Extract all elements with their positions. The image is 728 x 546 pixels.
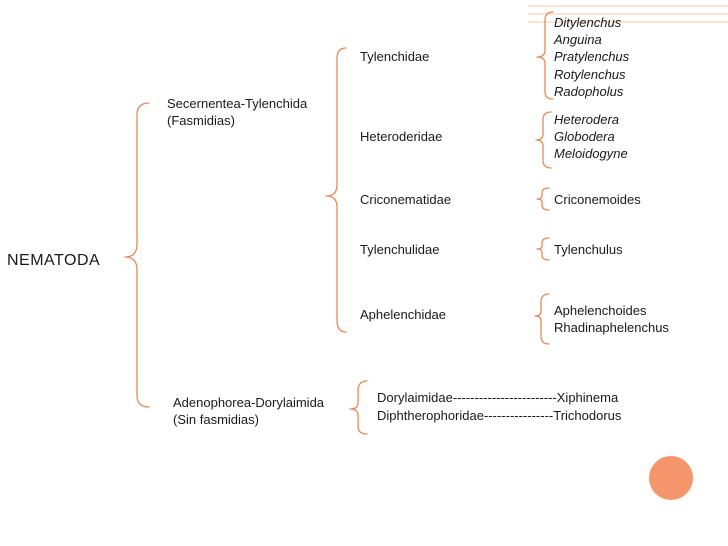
genus-rhadinaphelenchus: Rhadinaphelenchus bbox=[554, 320, 669, 335]
class-adenophorea: Adenophorea-Dorylaimida bbox=[173, 395, 325, 410]
genus-aphelenchoides: Aphelenchoides bbox=[554, 303, 647, 318]
root-label: NEMATODA bbox=[7, 252, 101, 269]
family-tylenchidae: Tylenchidae bbox=[360, 49, 430, 64]
adenophorea-line-dorylaimidae: Dorylaimidae------------------------Xiph… bbox=[377, 390, 619, 405]
genus-radopholus: Radopholus bbox=[554, 84, 624, 99]
genus-tylenchulus: Tylenchulus bbox=[554, 242, 623, 257]
genus-criconemoides: Criconemoides bbox=[554, 192, 641, 207]
class-secernentea: Secernentea-Tylenchida bbox=[167, 96, 308, 111]
genus-meloidogyne: Meloidogyne bbox=[554, 146, 628, 161]
corner-decoration bbox=[528, 5, 728, 23]
family-tylenchulidae: Tylenchulidae bbox=[360, 242, 440, 257]
family-heteroderidae: Heteroderidae bbox=[360, 129, 443, 144]
adenophorea-line-diphtherophoridae: Diphtherophoridae----------------Trichod… bbox=[377, 408, 622, 423]
class-adenophorea-sub: (Sin fasmidias) bbox=[173, 412, 259, 427]
genus-globodera: Globodera bbox=[554, 129, 615, 144]
slide-badge-circle bbox=[649, 456, 693, 500]
genus-heterodera: Heterodera bbox=[554, 112, 620, 127]
genus-rotylenchus: Rotylenchus bbox=[554, 67, 626, 82]
genus-ditylenchus: Ditylenchus bbox=[554, 15, 622, 30]
family-aphelenchidae: Aphelenchidae bbox=[360, 307, 447, 322]
class-secernentea-sub: (Fasmidias) bbox=[167, 113, 235, 128]
family-criconematidae: Criconematidae bbox=[360, 192, 452, 207]
genus-pratylenchus: Pratylenchus bbox=[554, 49, 630, 64]
genus-anguina: Anguina bbox=[554, 32, 602, 47]
